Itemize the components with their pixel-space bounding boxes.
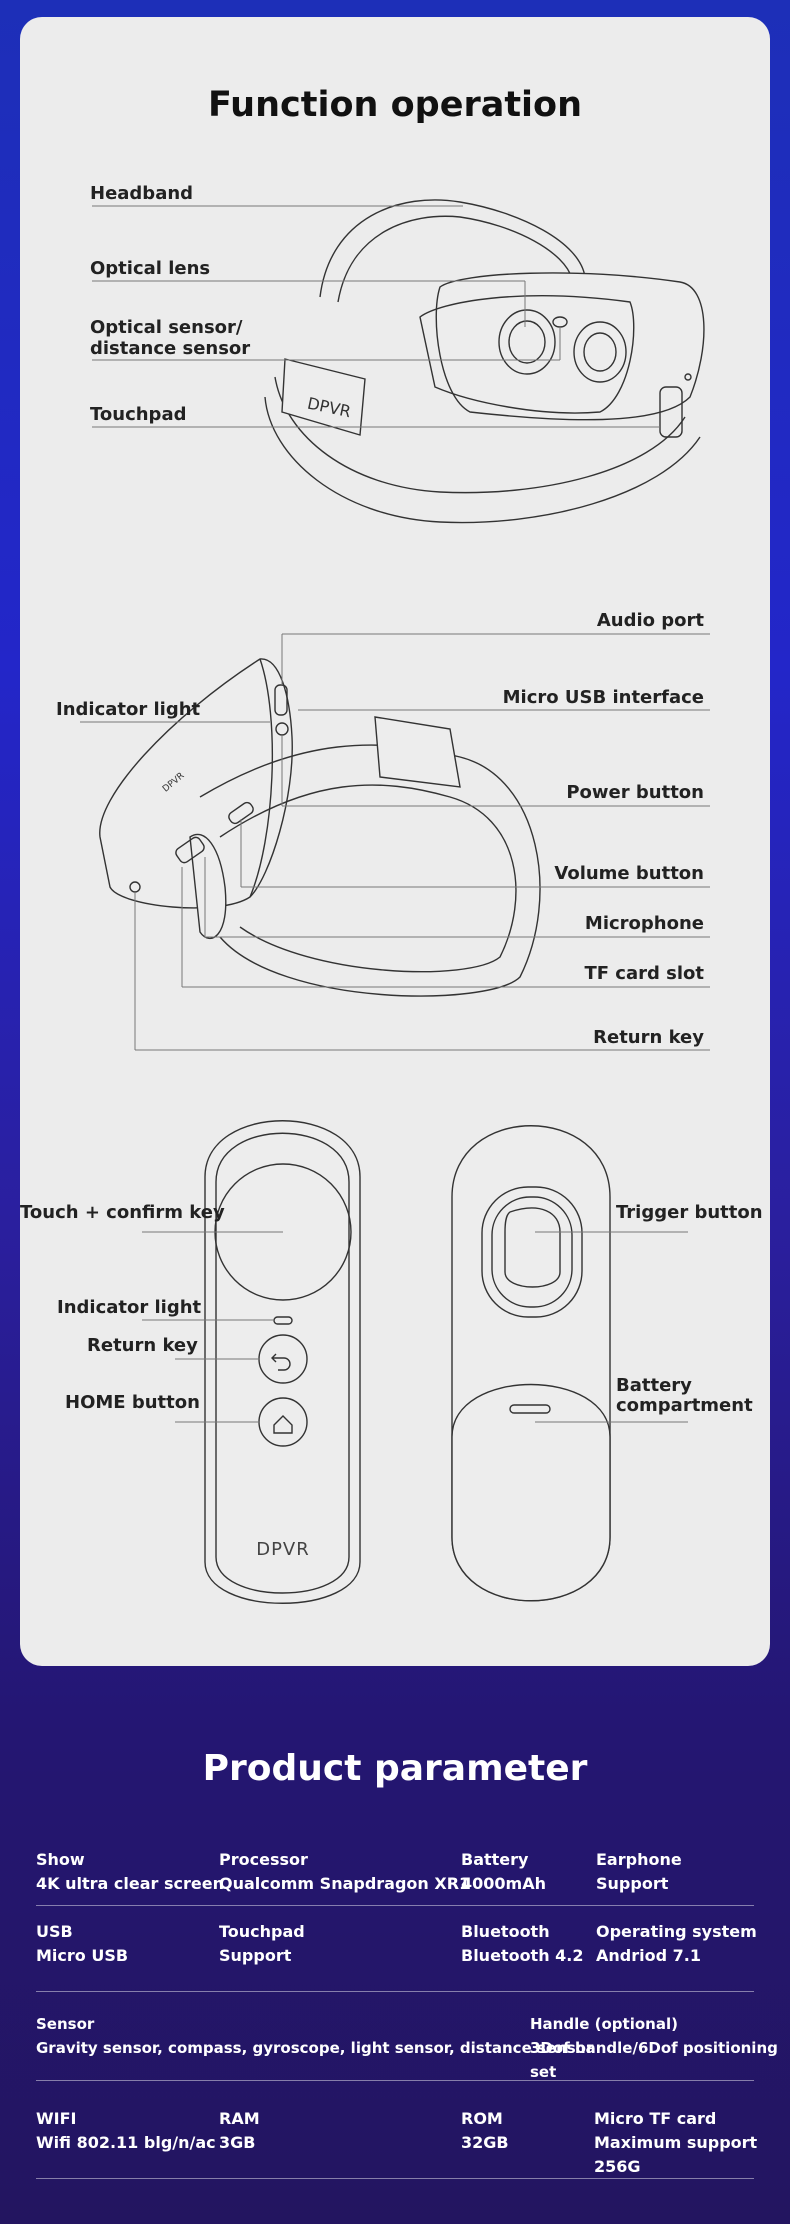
label-indicator-light: Indicator light [56, 699, 201, 720]
label-volume-button: Volume button [554, 863, 704, 884]
headset-side-illustration: DPVR [99, 658, 541, 997]
param-earphone: Earphone Support [596, 1848, 682, 1896]
param-label: Sensor [36, 2015, 95, 2033]
label-trigger-button: Trigger button [616, 1202, 763, 1223]
param-label: Bluetooth [461, 1922, 550, 1941]
param-label: Operating system [596, 1922, 757, 1941]
divider [36, 1991, 754, 1992]
controller-front-illustration: DPVR [204, 1120, 361, 1604]
param-processor: Processor Qualcomm Snapdragon XR1 [219, 1848, 470, 1896]
label-tf-card-slot: TF card slot [584, 963, 704, 984]
param-value: 3Dof handle/6Dof positioning set [530, 2039, 778, 2081]
param-label: WIFI [36, 2109, 77, 2128]
param-value: Maximum support 256G [594, 2133, 758, 2176]
param-touchpad: Touchpad Support [219, 1920, 305, 1968]
param-value: Bluetooth 4.2 [461, 1946, 584, 1965]
function-diagram: DPVR Headband Optical lens Optical senso… [20, 183, 763, 1604]
controller-back-illustration [451, 1125, 611, 1602]
param-label: Earphone [596, 1850, 682, 1869]
param-value: Micro USB [36, 1946, 129, 1965]
param-micro-tf: Micro TF card Maximum support 256G [594, 2107, 790, 2179]
param-value: Qualcomm Snapdragon XR1 [219, 1874, 471, 1893]
param-bluetooth: Bluetooth Bluetooth 4.2 [461, 1920, 584, 1968]
label-battery-1: Battery [616, 1375, 692, 1396]
param-label: ROM [461, 2109, 503, 2128]
param-value: Andriod 7.1 [596, 1946, 701, 1965]
label-optical-sensor-1: Optical sensor/ [90, 317, 243, 338]
param-value: Gravity sensor, compass, gyroscope, ligh… [36, 2039, 594, 2057]
param-rom: ROM 32GB [461, 2107, 509, 2155]
param-label: Touchpad [219, 1922, 305, 1941]
param-show: Show 4K ultra clear screen [36, 1848, 224, 1896]
product-parameter-title: Product parameter [202, 1748, 588, 1789]
param-battery: Battery 4000mAh [461, 1848, 546, 1896]
param-operating-system: Operating system Andriod 7.1 [596, 1920, 757, 1968]
label-microphone: Microphone [585, 913, 704, 934]
divider [36, 2178, 754, 2179]
param-label: Battery [461, 1850, 529, 1869]
function-operation-panel: Function operation DPVR Headband O [20, 17, 770, 1666]
label-home-button: HOME button [65, 1392, 200, 1413]
label-power-button: Power button [566, 782, 704, 803]
function-operation-title: Function operation [207, 85, 583, 125]
param-value: Wifi 802.11 blg/n/ac [36, 2133, 216, 2152]
param-value: 32GB [461, 2133, 509, 2152]
param-label: Processor [219, 1850, 308, 1869]
param-sensor: Sensor Gravity sensor, compass, gyroscop… [36, 2012, 593, 2060]
param-value: 4K ultra clear screen [36, 1874, 224, 1893]
label-optical-sensor-2: distance sensor [90, 338, 250, 359]
param-label: Handle (optional) [530, 2015, 678, 2033]
label-audio-port: Audio port [597, 610, 705, 631]
param-label: RAM [219, 2109, 260, 2128]
label-headband: Headband [90, 183, 193, 204]
param-label: Micro TF card [594, 2109, 717, 2128]
param-value: 4000mAh [461, 1874, 546, 1893]
headset-front-illustration: DPVR [264, 199, 705, 524]
divider [36, 2080, 754, 2081]
param-handle: Handle (optional) 3Dof handle/6Dof posit… [530, 2012, 790, 2084]
label-controller-indicator: Indicator light [57, 1297, 202, 1318]
param-value: 3GB [219, 2133, 256, 2152]
label-touch-confirm: Touch + confirm key [20, 1202, 225, 1223]
label-optical-lens: Optical lens [90, 258, 210, 279]
label-return-key: Return key [593, 1027, 704, 1048]
param-label: USB [36, 1922, 73, 1941]
param-label: Show [36, 1850, 85, 1869]
label-battery-2: compartment [616, 1395, 753, 1416]
label-touchpad: Touchpad [90, 404, 186, 425]
param-wifi: WIFI Wifi 802.11 blg/n/ac [36, 2107, 216, 2155]
controller-brand-text: DPVR [256, 1539, 310, 1560]
param-value: Support [596, 1874, 669, 1893]
label-controller-return: Return key [87, 1335, 198, 1356]
param-value: Support [219, 1946, 292, 1965]
param-ram: RAM 3GB [219, 2107, 260, 2155]
param-usb: USB Micro USB [36, 1920, 128, 1968]
label-micro-usb: Micro USB interface [503, 687, 704, 708]
divider [36, 1905, 754, 1906]
